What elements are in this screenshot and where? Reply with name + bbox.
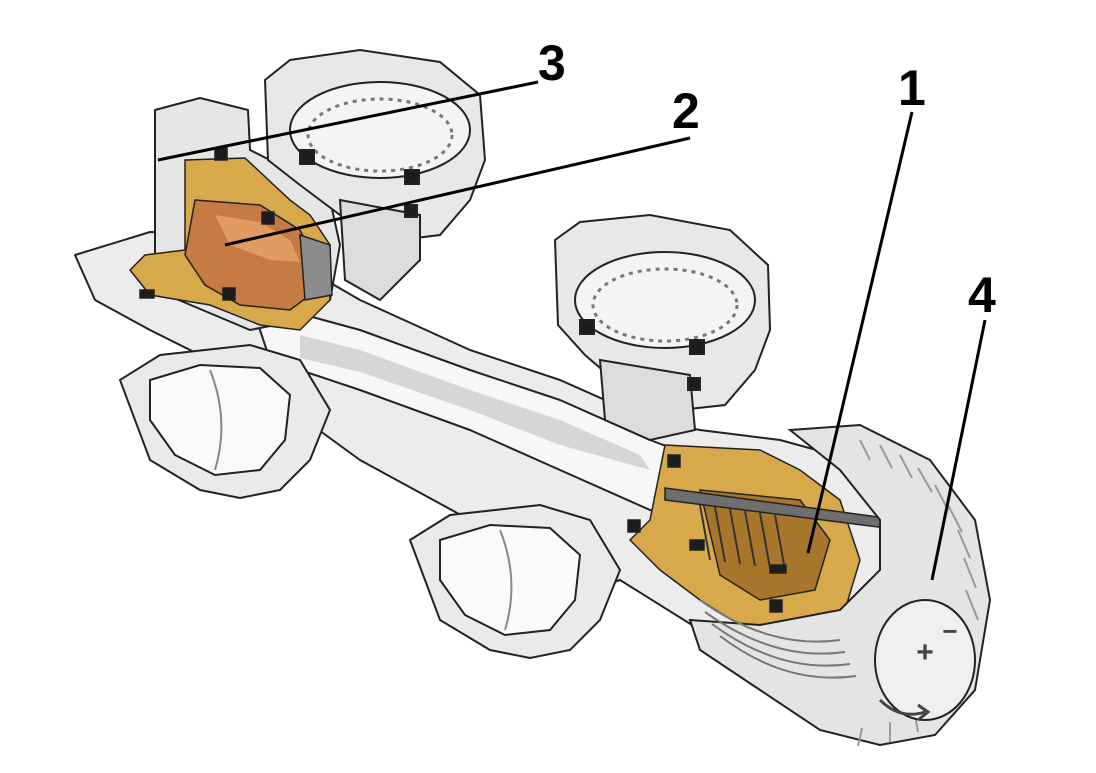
bottom-outlet-left xyxy=(118,343,332,500)
seal-right-5 xyxy=(769,564,787,574)
seal-top-left-1 xyxy=(299,149,315,165)
seal-right-4 xyxy=(769,599,783,613)
seal-top-right-1 xyxy=(579,319,595,335)
bottom-outlet-right-inner xyxy=(439,523,582,637)
seal-right-2 xyxy=(627,519,641,533)
seal-left-1 xyxy=(214,147,228,161)
bottom-outlet-left-rib xyxy=(209,369,223,471)
seal-right-3 xyxy=(689,539,705,551)
bottom-outlet-right-rib xyxy=(499,529,513,631)
seal-top-right-2 xyxy=(689,339,705,355)
seal-left-2 xyxy=(261,211,275,225)
seal-right-1 xyxy=(667,454,681,468)
right-valve-insert xyxy=(627,444,903,631)
top-port-right xyxy=(553,213,772,442)
callout-number-3: 3 xyxy=(538,35,566,91)
top-port-right-opening xyxy=(574,251,756,349)
dial-plus-symbol: + xyxy=(916,636,934,669)
dial-arrow-icon xyxy=(878,698,931,722)
top-port-left-thread xyxy=(306,97,454,173)
callout-number-4: 4 xyxy=(968,267,996,323)
top-port-left xyxy=(263,48,487,302)
seal-left-4 xyxy=(139,289,155,299)
seal-top-right-3 xyxy=(687,377,701,391)
bottom-outlet-left-inner xyxy=(149,363,292,477)
leader-line-4 xyxy=(930,319,987,581)
dial-minus-symbol: − xyxy=(942,616,957,646)
leader-line-1 xyxy=(806,111,914,554)
adjusting-cap-face xyxy=(874,599,976,721)
adjusting-cap-thread xyxy=(699,599,857,679)
seal-top-left-2 xyxy=(404,169,420,185)
bore-shadow xyxy=(300,335,650,470)
bottom-outlet-right xyxy=(408,503,622,660)
left-insert-copper-cartridge xyxy=(184,199,316,311)
leader-lines xyxy=(157,80,987,581)
leader-line-3 xyxy=(157,80,539,162)
top-port-left-opening xyxy=(289,81,471,179)
seal-left-3 xyxy=(222,287,236,301)
top-port-right-thread xyxy=(591,267,739,343)
top-port-right-neck xyxy=(598,358,697,442)
callout-number-2: 2 xyxy=(672,83,700,139)
adjusting-cap: + − xyxy=(688,423,992,747)
callout-number-1: 1 xyxy=(898,60,926,116)
seal-top-left-3 xyxy=(404,204,418,218)
right-insert-spring xyxy=(699,504,786,571)
leader-line-2 xyxy=(224,136,691,247)
left-insert-grey-stem xyxy=(299,233,333,301)
